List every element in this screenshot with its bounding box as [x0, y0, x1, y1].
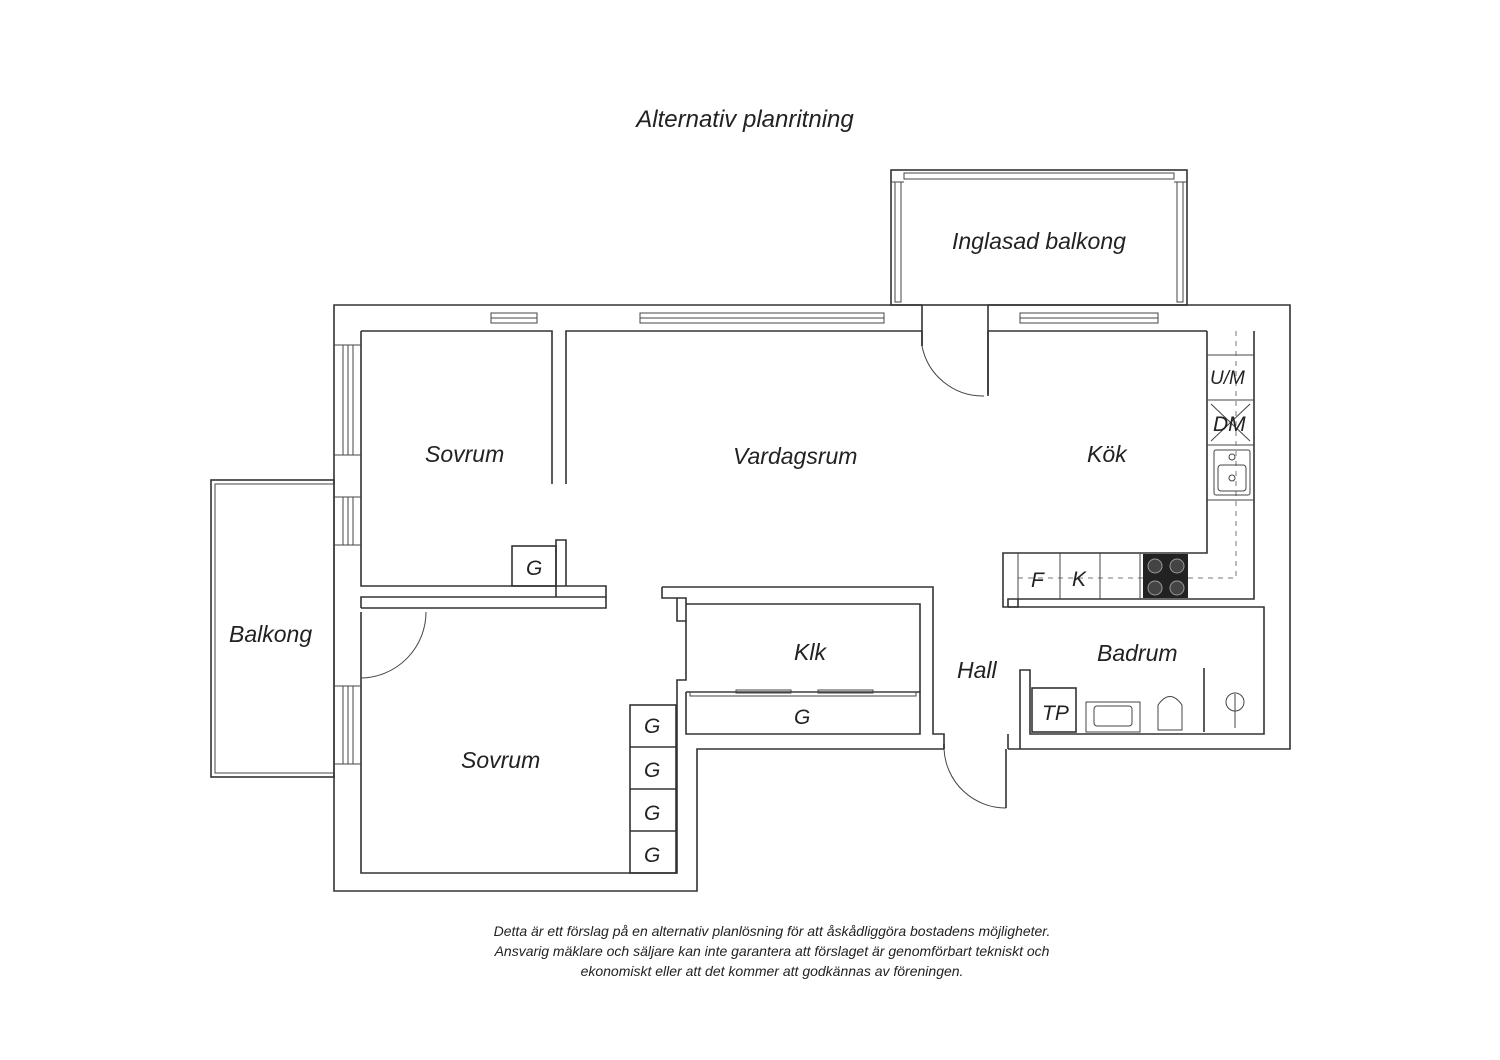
label-sovrum-bottom: Sovrum — [461, 747, 540, 773]
label-dm: DM — [1213, 413, 1246, 436]
doors — [360, 331, 1007, 809]
interior-walls — [361, 539, 1265, 874]
label-vardagsrum: Vardagsrum — [733, 443, 857, 469]
balcony — [210, 479, 335, 778]
label-sovrum-top: Sovrum — [425, 441, 504, 467]
bathroom-fixtures — [1031, 668, 1245, 733]
label-g-closet: G — [794, 706, 810, 729]
label-g-wardrobe-3: G — [644, 802, 660, 825]
label-g-wardrobe-top: G — [526, 557, 542, 580]
windows — [334, 312, 1159, 765]
label-k: K — [1072, 568, 1087, 591]
disclaimer-line: ekonomiskt eller att det kommer att godk… — [580, 963, 964, 979]
disclaimer-line: Ansvarig mäklare och säljare kan inte ga… — [494, 943, 1050, 959]
label-g-wardrobe-2: G — [644, 759, 660, 782]
label-um: U/M — [1210, 368, 1245, 389]
disclaimer-line: Detta är ett förslag på en alternativ pl… — [493, 923, 1051, 939]
label-balkong: Balkong — [229, 621, 312, 647]
label-g-wardrobe-4: G — [644, 844, 660, 867]
page-title: Alternativ planritning — [636, 106, 854, 133]
label-tp: TP — [1042, 702, 1069, 725]
label-kok: Kök — [1087, 441, 1128, 467]
kitchen-counter — [1002, 331, 1255, 608]
label-hall: Hall — [957, 657, 998, 683]
label-badrum: Badrum — [1097, 640, 1178, 666]
label-inglasad-balkong: Inglasad balkong — [952, 228, 1126, 254]
label-g-wardrobe-1: G — [644, 715, 660, 738]
disclaimer: Detta är ett förslag på en alternativ pl… — [372, 921, 1172, 981]
label-klk: Klk — [794, 639, 827, 665]
label-f: F — [1031, 569, 1045, 592]
